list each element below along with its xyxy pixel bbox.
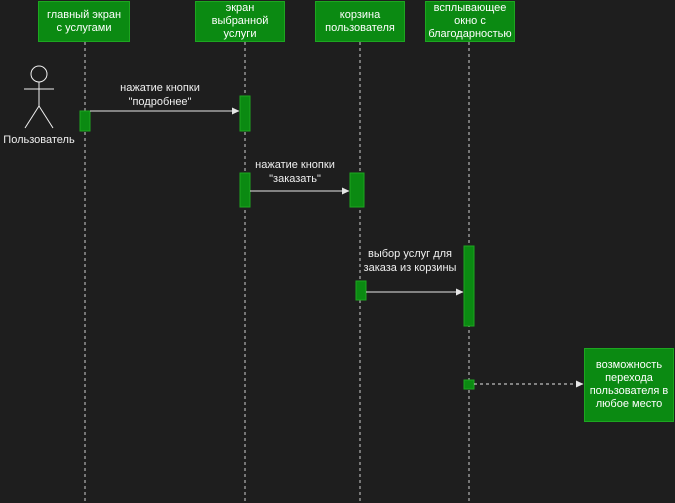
participant-user-cart: корзина пользователя [315,1,405,42]
message-label-details: нажатие кнопки "подробнее" [120,82,200,108]
participant-main-screen: главный экран с услугами [38,1,130,42]
participant-thank-you-popup: всплывающее окно с благодарностью [425,1,515,42]
message-label-select-services: выбор услуг для заказа из корзины [363,248,457,274]
activation-service-screen-2 [239,172,251,208]
participant-service-screen: экран выбранной услуги [195,1,285,42]
activation-thank-you-popup-2 [463,379,475,390]
activation-main-screen [79,110,91,132]
activation-thank-you-popup-1 [463,245,475,327]
activation-user-cart-2 [355,280,367,301]
actor-label: Пользователь [3,134,75,146]
user-actor-icon [24,65,54,129]
message-label-order: нажатие кнопки "заказать" [255,159,335,185]
activation-service-screen-1 [239,95,251,132]
activation-user-cart-1 [349,172,365,208]
note-navigation: возможность перехода пользователя в любо… [584,348,674,422]
